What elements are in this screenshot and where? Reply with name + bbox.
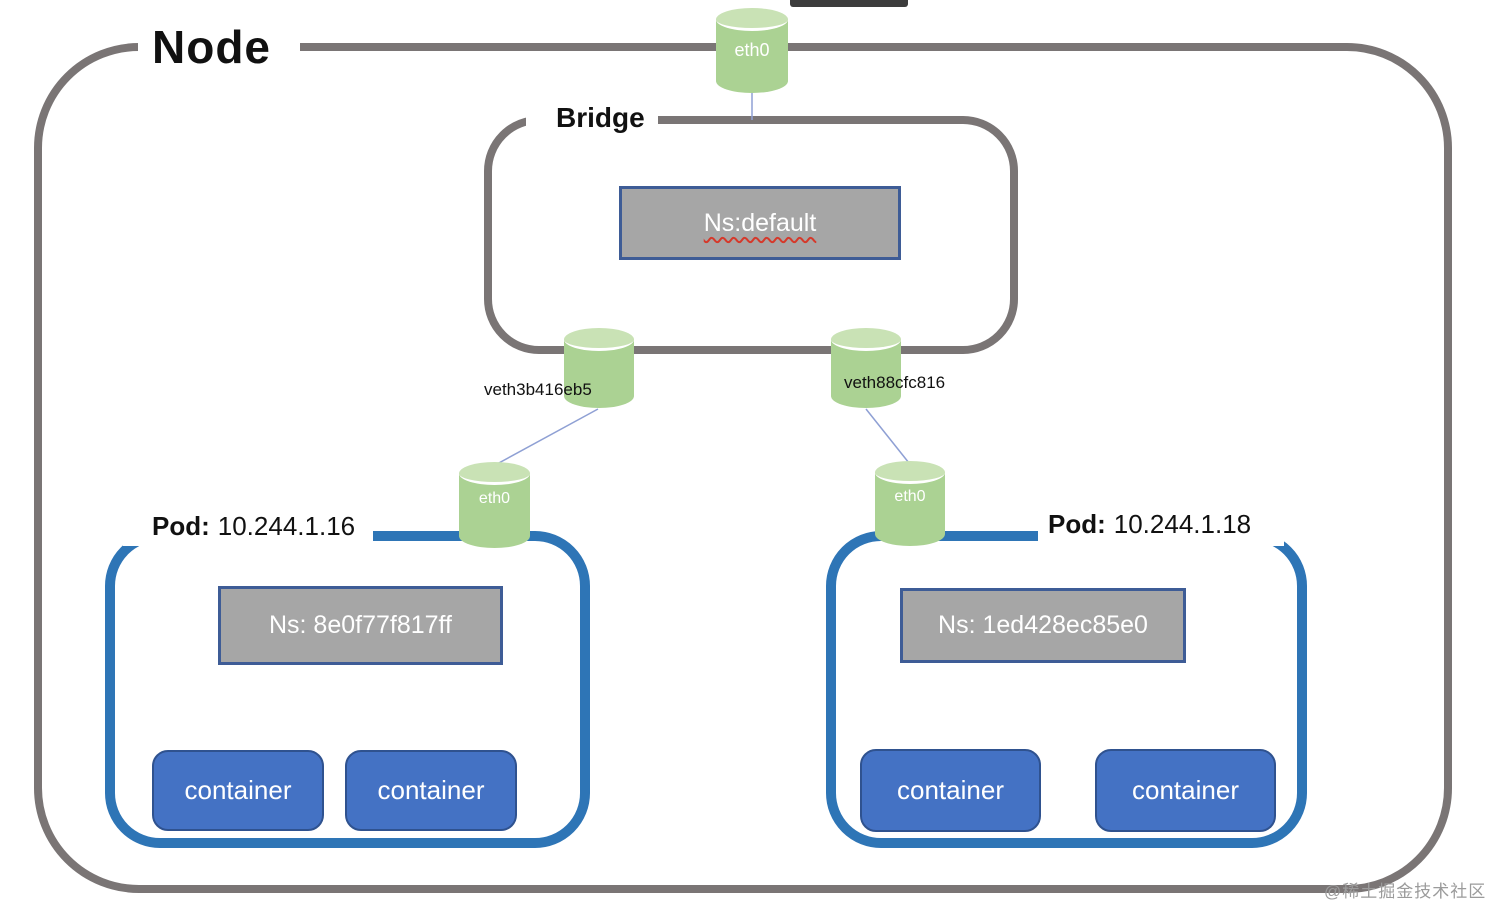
pod-right-container-1: container: [860, 749, 1041, 832]
node-label: Node: [152, 21, 271, 73]
pod-right-eth0-label: eth0: [894, 488, 926, 506]
bridge-ns-default-box: Ns:default: [619, 186, 901, 260]
pod-right-label-prefix: Pod:: [1048, 509, 1106, 539]
pod-left-label: Pod:10.244.1.16: [152, 511, 355, 542]
node-eth0-label: eth0: [734, 40, 770, 61]
pod-left-container-2: container: [345, 750, 517, 831]
bridge-label: Bridge: [556, 102, 645, 133]
veth-right-cylinder-icon: [831, 328, 901, 408]
pod-right-ns-box: Ns: 1ed428ec85e0: [900, 588, 1186, 663]
watermark: @稀土掘金技术社区: [1324, 882, 1487, 901]
node-label-gap: [138, 39, 300, 56]
node-eth0-cylinder-icon: eth0: [716, 8, 788, 93]
veth-left-cylinder-icon: [564, 328, 634, 408]
veth-left-label: veth3b416eb5: [484, 380, 592, 399]
pod-left-label-gap: [123, 526, 373, 546]
pod-left-ns-box: Ns: 8e0f77f817ff: [218, 586, 503, 665]
pod-right-container-2: container: [1095, 749, 1276, 832]
cropped-edge-artifact: [790, 0, 908, 7]
pod-right-label-gap: [1038, 526, 1284, 546]
pod-left-ns-text: Ns: 8e0f77f817ff: [268, 611, 452, 639]
pod-right-ip: 10.244.1.18: [1113, 509, 1252, 539]
pod-right-ns-text: Ns: 1ed428ec85e0: [938, 611, 1148, 639]
veth-right-label: veth88cfc816: [844, 373, 946, 392]
bridge-ns-default-text: Ns:default: [703, 208, 817, 237]
pod-left-label-prefix: Pod:: [152, 511, 210, 541]
bridge-boundary: [484, 116, 1018, 354]
pod-left-eth0-cylinder-icon: eth0: [459, 462, 530, 548]
pod-right-label: Pod:10.244.1.18: [1048, 509, 1251, 540]
pod-left-ip: 10.244.1.16: [217, 511, 356, 541]
pod-right-eth0-cylinder-icon: eth0: [875, 461, 945, 546]
pod-left-eth0-label: eth0: [478, 489, 511, 507]
bridge-label-gap: [526, 112, 658, 129]
pod-left-container-1: container: [152, 750, 324, 831]
